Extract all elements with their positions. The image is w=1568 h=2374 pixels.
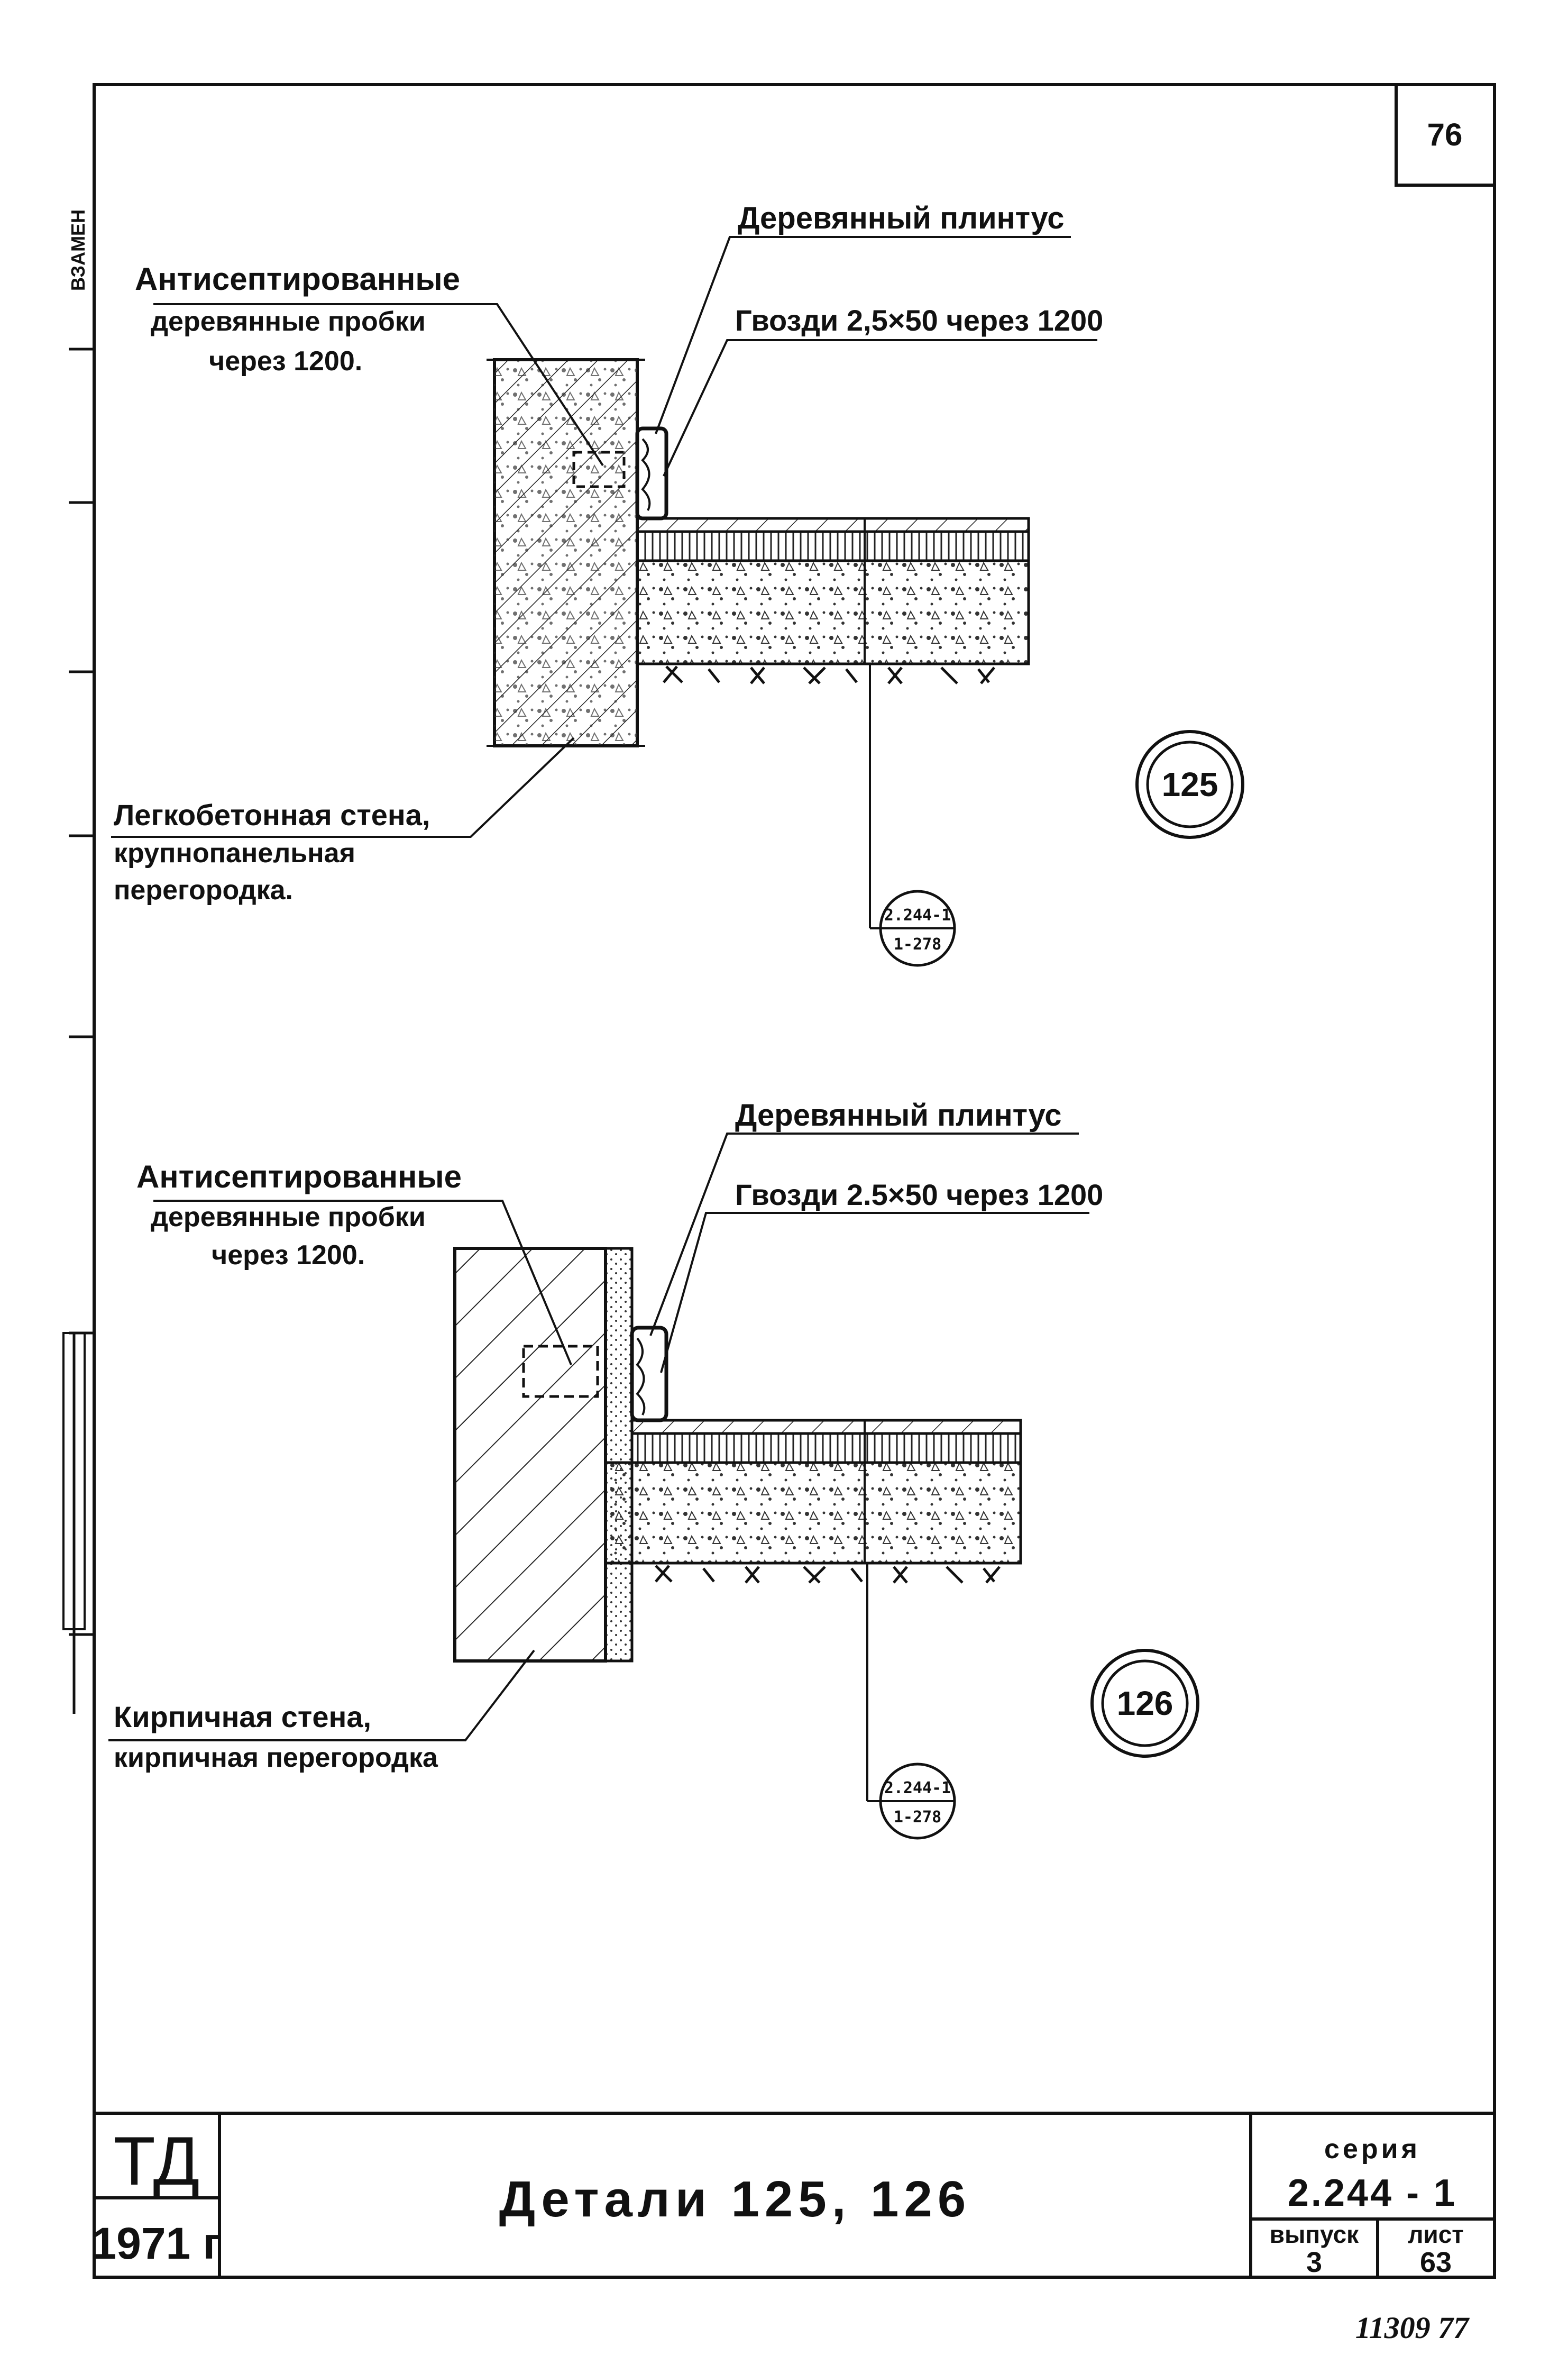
svg-text:1-278: 1-278 <box>894 1808 941 1827</box>
sheet-value: 63 <box>1420 2247 1452 2278</box>
detail-126: Деревянный плинтус Гвозди 2.5×50 через 1… <box>108 1098 1199 1840</box>
detail-125: Деревянный плинтус Гвозди 2,5×50 через 1… <box>111 201 1244 967</box>
floor-board <box>630 1419 1022 1435</box>
plinth-label-126: Деревянный плинтус <box>735 1098 1062 1133</box>
soil <box>606 1562 1021 1584</box>
plugs-label-125-line2: деревянные пробки <box>151 306 426 337</box>
concrete-base <box>636 559 1030 665</box>
svg-text:2.244-1: 2.244-1 <box>884 1779 951 1797</box>
concrete-base <box>604 1461 1022 1565</box>
wood-plug <box>522 1345 599 1398</box>
nails-label-126: Гвозди 2.5×50 через 1200 <box>735 1178 1103 1211</box>
floor-board <box>636 517 1030 533</box>
title-block <box>94 2112 1494 2277</box>
plinth-label-125: Деревянный плинтус <box>738 201 1065 235</box>
issue-value: 3 <box>1306 2247 1322 2278</box>
plugs-label-125-line3: через 1200. <box>209 346 362 377</box>
wall-label-125-line1: Легкобетонная стена, <box>114 798 430 832</box>
drawing-frame <box>93 83 1496 2279</box>
plaster-layer <box>604 1247 634 1663</box>
wall-brick <box>453 1247 607 1663</box>
wall-label-125-line3: перегородка. <box>114 875 293 906</box>
plugs-label-126-line3: через 1200. <box>212 1240 365 1271</box>
wood-plinth <box>630 1326 668 1422</box>
sheet-number: 76 <box>1427 117 1463 152</box>
series-label: серия <box>1324 2134 1420 2165</box>
plugs-label-126-line2: деревянные пробки <box>151 1202 426 1232</box>
nails-label-125: Гвозди 2,5×50 через 1200 <box>735 304 1103 337</box>
side-strip-text: ВЗАМЕН <box>67 209 89 291</box>
series-value: 2.244 - 1 <box>1288 2172 1457 2214</box>
svg-text:1-278: 1-278 <box>894 935 941 954</box>
org-mark: ТД <box>113 2122 199 2199</box>
svg-text:2.244-1: 2.244-1 <box>884 906 951 925</box>
sheet-title: Детали 125, 126 <box>499 2171 971 2227</box>
svg-text:125: 125 <box>1162 765 1218 803</box>
plugs-label-126-line1: Антисептированные <box>136 1159 462 1194</box>
soil <box>637 662 1029 684</box>
leader-lines-125 <box>111 236 1097 929</box>
svg-text:126: 126 <box>1117 1684 1173 1722</box>
reference-125: 2.244-1 1-278 <box>879 890 956 967</box>
wood-plinth <box>635 426 668 521</box>
archive-number: 11309 77 <box>1355 2311 1470 2345</box>
sheet-label: лист <box>1408 2221 1464 2248</box>
reference-126: 2.244-1 1-278 <box>879 1763 956 1840</box>
detail-number-125: 125 <box>1135 730 1244 839</box>
floor-underlay <box>630 1432 1022 1464</box>
leader-lines-126 <box>108 1133 1089 1802</box>
wall-label-126-line2: кирпичная перегородка <box>114 1742 438 1773</box>
wood-plug <box>572 451 626 488</box>
wall-label-126-line1: Кирпичная стена, <box>114 1700 371 1733</box>
year: 1971 г <box>91 2218 221 2268</box>
floor-underlay <box>636 530 1030 562</box>
wall-label-125-line2: крупнопанельная <box>114 838 355 869</box>
detail-number-126: 126 <box>1090 1649 1199 1758</box>
binding-strip <box>62 348 94 1714</box>
plugs-label-125-line1: Антисептированные <box>135 261 460 297</box>
issue-label: выпуск <box>1270 2221 1359 2248</box>
